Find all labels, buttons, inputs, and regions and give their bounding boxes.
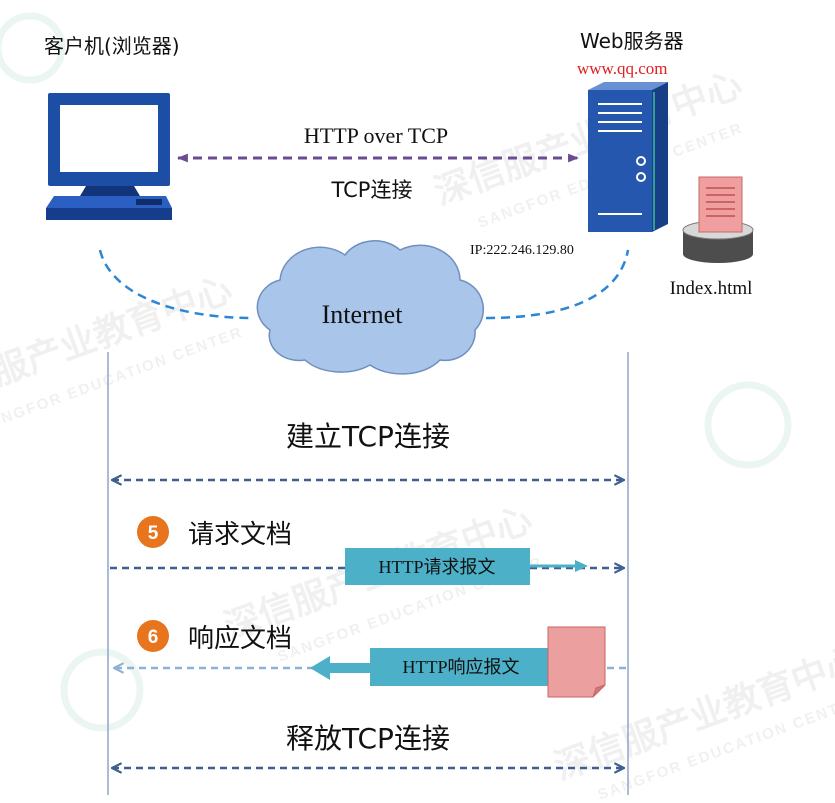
server-led bbox=[636, 172, 646, 182]
monitor-screen bbox=[60, 105, 158, 172]
response-message-label: HTTP响应报文 bbox=[403, 657, 520, 677]
cloud-icon bbox=[256, 240, 485, 375]
server-network-link bbox=[485, 249, 630, 320]
watermark-logo bbox=[704, 381, 792, 469]
request-direction-arrowhead bbox=[575, 560, 588, 572]
client-network-link bbox=[98, 249, 255, 320]
server-top bbox=[588, 82, 668, 90]
tcp-connection-label: TCP连接 bbox=[331, 178, 413, 202]
keyboard-detail bbox=[136, 199, 162, 205]
monitor-stand bbox=[80, 186, 140, 196]
disk-bottom bbox=[683, 245, 753, 263]
protocol-label: HTTP over TCP bbox=[304, 123, 448, 148]
request-message-box bbox=[345, 548, 530, 585]
server-led bbox=[636, 156, 646, 166]
server-file-label: Index.html bbox=[670, 278, 753, 299]
response-direction-arrowhead bbox=[310, 656, 330, 680]
establish-label: 建立TCP连接 bbox=[286, 420, 450, 453]
release-label: 释放TCP连接 bbox=[286, 722, 450, 755]
response-direction-arrow bbox=[328, 663, 372, 673]
document-page bbox=[698, 176, 743, 233]
server-icon bbox=[588, 82, 668, 232]
monitor-icon bbox=[46, 93, 172, 220]
server-front bbox=[588, 90, 652, 232]
step-number-response: 6 bbox=[148, 627, 159, 648]
watermark-logo bbox=[0, 12, 66, 84]
step-badge-response bbox=[137, 620, 169, 652]
response-message-box bbox=[370, 648, 552, 686]
response-label: 响应文档 bbox=[188, 624, 292, 654]
response-document-fold bbox=[592, 684, 606, 698]
keyboard-front bbox=[46, 208, 172, 220]
response-document-icon bbox=[547, 626, 606, 698]
document-icon bbox=[698, 176, 743, 233]
response-document-page bbox=[547, 626, 606, 698]
server-label: Web服务器 bbox=[580, 29, 684, 53]
watermark-logo bbox=[60, 648, 144, 732]
server-domain: www.qq.com bbox=[577, 59, 668, 78]
step-badge-request bbox=[137, 516, 169, 548]
request-message-label: HTTP请求报文 bbox=[379, 557, 496, 577]
network-label: Internet bbox=[322, 300, 404, 329]
step-number-request: 5 bbox=[148, 523, 159, 544]
client-label: 客户机(浏览器) bbox=[44, 34, 180, 58]
server-side bbox=[652, 82, 668, 232]
server-ip: IP:222.246.129.80 bbox=[470, 243, 574, 258]
request-label: 请求文档 bbox=[188, 520, 292, 550]
